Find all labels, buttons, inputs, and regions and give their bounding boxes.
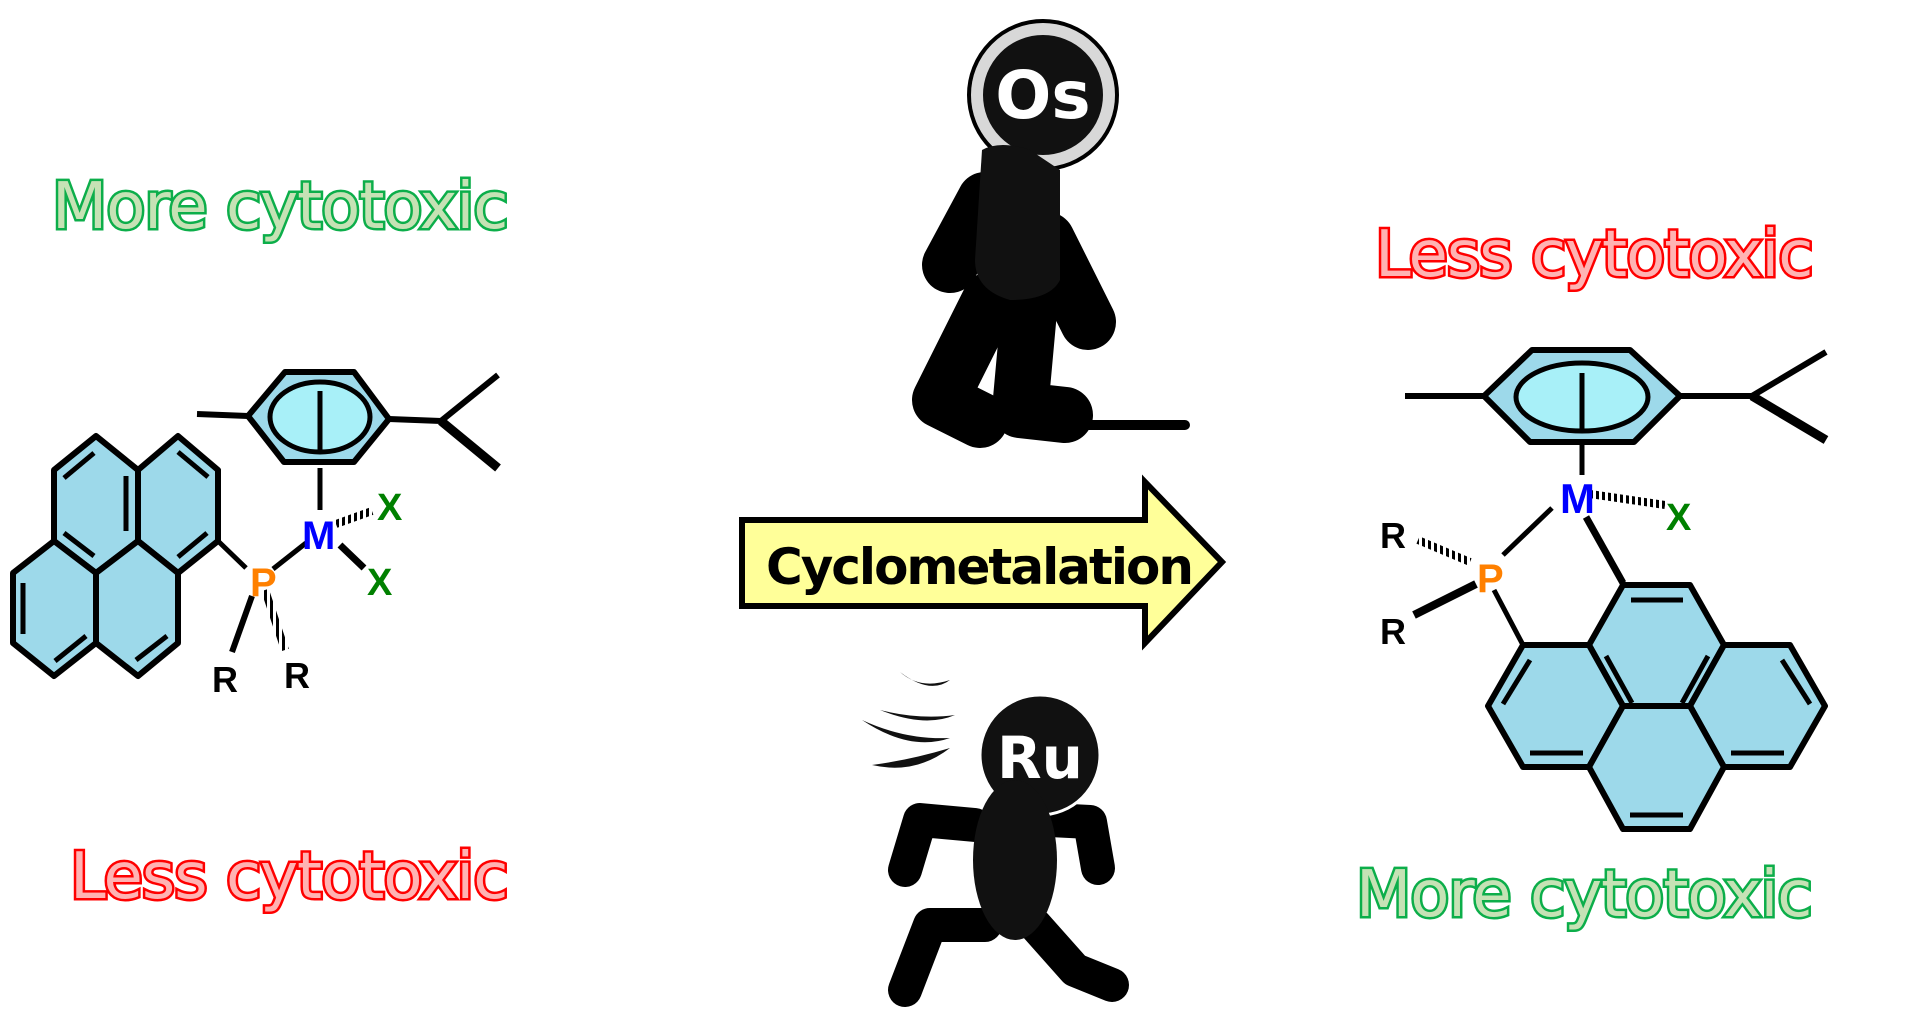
ru-runner-figure: Ru xyxy=(862,672,1129,1007)
right-substituent-2: R xyxy=(1380,611,1406,652)
left-bottom-label: Less cytotoxic xyxy=(67,838,510,917)
right-pyrene-ring-bottom xyxy=(1586,703,1727,832)
right-bottom-label: More cytotoxic xyxy=(1353,856,1814,935)
right-pyrene xyxy=(1485,582,1828,832)
right-arene xyxy=(1405,347,1829,475)
arrow-label: Cyclometalation xyxy=(766,538,1192,596)
left-metal-atom: M xyxy=(302,514,335,558)
speed-lines xyxy=(862,672,955,768)
right-pyrene-double-bonds xyxy=(1500,597,1813,818)
right-halide: X xyxy=(1666,497,1692,539)
left-phosphorus-atom: P xyxy=(250,561,277,605)
left-substituent-2: R xyxy=(284,655,310,696)
right-metal-atom: M xyxy=(1560,475,1595,522)
pyrene-ring-4 xyxy=(93,538,181,679)
left-substituent-1: R xyxy=(212,659,238,700)
os-label: Os xyxy=(995,57,1090,134)
right-substituent-1: R xyxy=(1380,515,1406,556)
right-top-label: Less cytotoxic xyxy=(1372,216,1815,295)
cyclometalation-arrow: Cyclometalation xyxy=(739,474,1227,651)
left-arene xyxy=(196,369,501,510)
left-top-label: More cytotoxic xyxy=(49,168,510,247)
left-halide-2: X xyxy=(367,562,393,604)
right-phosphorus-atom: P xyxy=(1477,557,1504,601)
ru-label: Ru xyxy=(997,724,1083,792)
os-walker-figure: Os xyxy=(912,19,1190,448)
left-bonds xyxy=(216,507,374,654)
left-pyrene-double-bonds xyxy=(20,450,210,663)
left-halide-1: X xyxy=(377,487,403,529)
right-bonds xyxy=(1412,490,1666,647)
